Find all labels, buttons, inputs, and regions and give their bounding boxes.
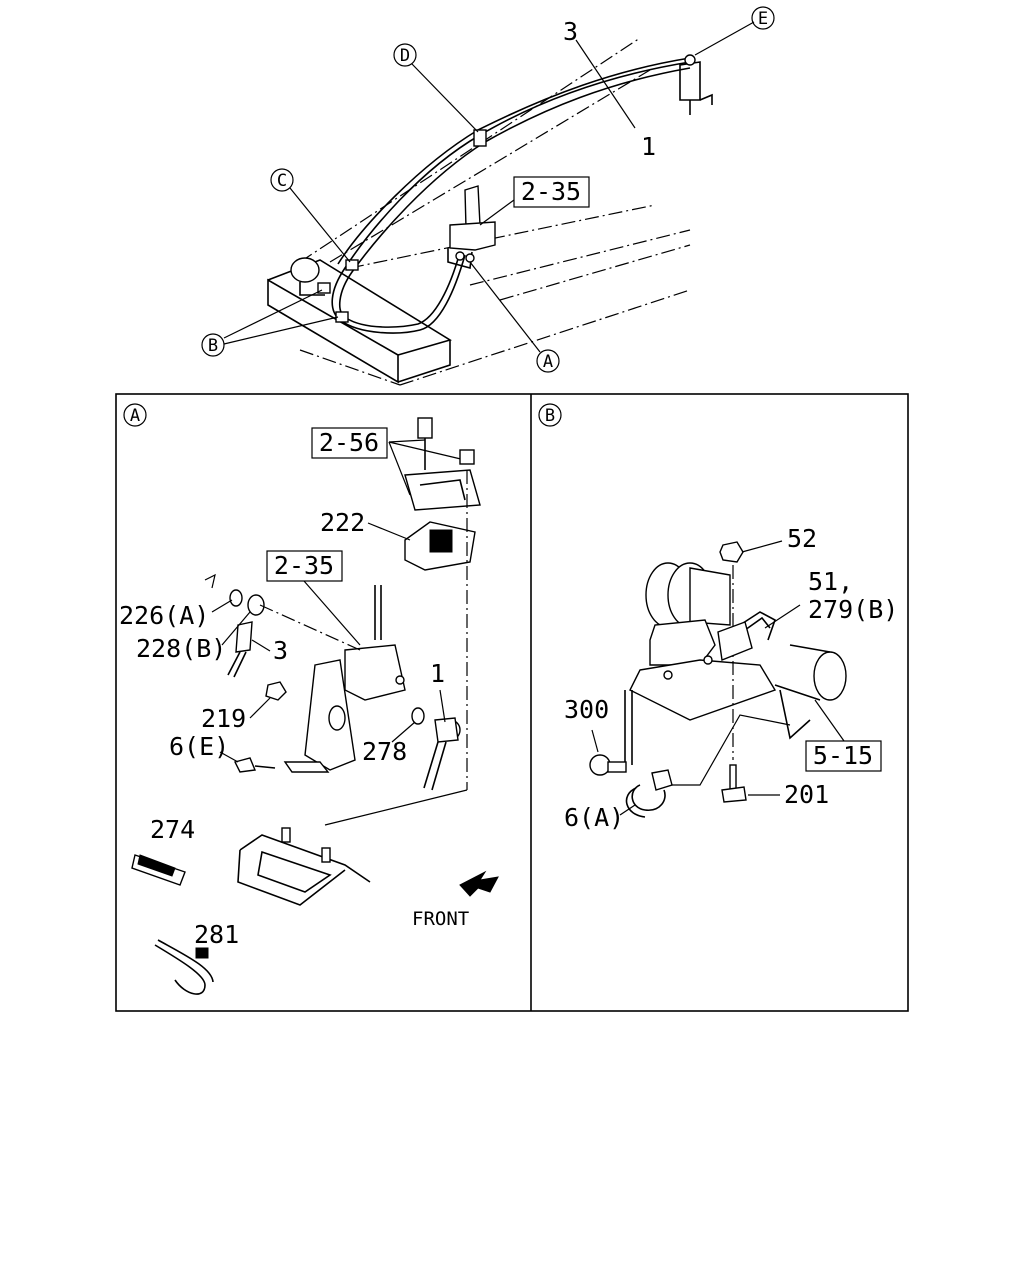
ref-2-35-top-text: 2-35 xyxy=(521,177,581,206)
frame-tube xyxy=(774,644,847,740)
panel-a-letter: A xyxy=(130,406,140,426)
callout-d: D xyxy=(393,43,417,67)
clip-6e xyxy=(233,757,330,773)
label-cable-3: 3 xyxy=(563,17,578,46)
nut-52 xyxy=(719,541,744,563)
cable-end-1 xyxy=(423,717,461,791)
bracket-e xyxy=(679,54,713,115)
cushion-222 xyxy=(404,521,476,571)
shift-lever-assembly xyxy=(304,585,406,771)
grommet-274 xyxy=(131,854,186,886)
washer-226a xyxy=(229,589,243,607)
clip-6a xyxy=(625,769,673,818)
label-274: 274 xyxy=(150,815,195,844)
detail-frame xyxy=(115,393,909,1012)
front-arrow-icon xyxy=(459,870,499,897)
panel-a-marker: A xyxy=(123,403,147,427)
callout-a-letter: A xyxy=(543,352,553,372)
panel-b-marker: B xyxy=(538,403,562,427)
label-228b: 228(B) xyxy=(136,634,226,663)
callout-e-letter: E xyxy=(758,9,768,29)
callout-e: E xyxy=(751,6,775,30)
label-300: 300 xyxy=(564,695,609,724)
detail-a-panel: A 2-56 222 2-35 xyxy=(119,403,499,995)
label-6e: 6(E) xyxy=(169,732,229,761)
upper-bracket xyxy=(404,417,481,511)
ref-2-56-text: 2-56 xyxy=(319,428,379,457)
cable-end-228b xyxy=(227,594,265,678)
washer-278 xyxy=(411,707,425,725)
label-278: 278 xyxy=(362,737,407,766)
overview-drawing: E D C B A 3 1 2-35 xyxy=(201,6,775,386)
cable-assembly xyxy=(331,57,691,334)
label-cable-1: 1 xyxy=(641,132,656,161)
tie-strap-281 xyxy=(154,939,214,995)
callout-c-letter: C xyxy=(277,171,287,191)
label-51: 51, xyxy=(808,567,853,596)
panel-b-letter: B xyxy=(545,406,555,426)
ref-2-35-a-text: 2-35 xyxy=(274,551,334,580)
ref-box-2-56: 2-56 xyxy=(311,427,388,459)
label-1-a: 1 xyxy=(430,659,445,688)
label-281: 281 xyxy=(194,920,239,949)
label-front: FRONT xyxy=(412,908,469,930)
callout-b-letter: B xyxy=(208,336,218,356)
ref-box-5-15: 5-15 xyxy=(805,740,882,772)
label-201: 201 xyxy=(784,780,829,809)
bolt-300 xyxy=(589,754,627,776)
label-222: 222 xyxy=(320,508,365,537)
ref-box-2-35-a: 2-35 xyxy=(266,550,343,582)
cab-mount-b xyxy=(290,257,349,323)
nut-219 xyxy=(265,681,287,701)
shift-lever-unit xyxy=(447,185,496,270)
callout-d-letter: D xyxy=(400,46,410,66)
bolt-201 xyxy=(721,764,747,803)
clamp-c xyxy=(345,259,359,271)
ref-box-2-35-top: 2-35 xyxy=(513,176,590,208)
floor-plate xyxy=(237,827,371,906)
callout-c: C xyxy=(270,168,294,192)
detail-b-panel: B 52 51, 279(B) xyxy=(538,403,898,832)
callout-b: B xyxy=(201,333,225,357)
clip-51 xyxy=(717,611,776,661)
label-6a: 6(A) xyxy=(564,803,624,832)
ref-5-15-text: 5-15 xyxy=(813,741,873,770)
cab-mount-assembly xyxy=(624,562,777,765)
label-52: 52 xyxy=(787,524,817,553)
label-3-a: 3 xyxy=(273,636,288,665)
label-219: 219 xyxy=(201,704,246,733)
label-226a: 226(A) xyxy=(119,601,209,630)
callout-a: A xyxy=(536,349,560,373)
label-279b: 279(B) xyxy=(808,595,898,624)
clamp-d xyxy=(473,129,487,147)
